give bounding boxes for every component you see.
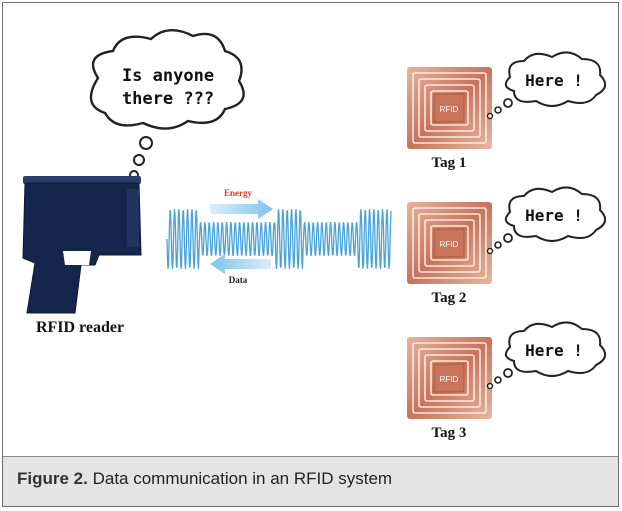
tag-reply-text: Here ! [525, 71, 583, 90]
tags-layer: RFID Tag 1 Here ! RFID Tag 2 Here ! RFID Tag 3 H… [407, 51, 607, 441]
tag-chip-label: RFID [440, 375, 459, 384]
tag-chip-label: RFID [440, 105, 459, 114]
caption-bar: Figure 2. Data communication in an RFID … [3, 456, 618, 506]
signal-waves [166, 209, 392, 269]
caption-text: Data communication in an RFID system [87, 469, 393, 488]
tag-reply-cloud: Here ! [486, 321, 607, 390]
tag-reply-text: Here ! [525, 341, 583, 360]
tag-3: RFID Tag 3 Here ! [407, 321, 607, 441]
data-label: Data [229, 275, 248, 285]
reader-thought-cloud: Is anyone there ??? [89, 29, 245, 180]
tag-reply-cloud: Here ! [486, 186, 607, 255]
energy-arrow [210, 199, 273, 219]
tag-1: RFID Tag 1 Here ! [407, 51, 607, 171]
tag-2: RFID Tag 2 Here ! [407, 186, 607, 306]
tag-label: Tag 3 [432, 425, 467, 441]
figure-number: Figure 2. [17, 469, 88, 488]
rfid-diagram: Is anyone there ??? RFID reader Energy D… [22, 29, 607, 441]
rfid-tag-icon: RFID [407, 202, 492, 284]
reader-thought-line-2: there ??? [122, 89, 214, 109]
figure-caption: Figure 2. Data communication in an RFID … [17, 469, 392, 489]
tag-reply-cloud: Here ! [486, 51, 607, 120]
tag-label: Tag 1 [432, 155, 467, 171]
tag-label: Tag 2 [432, 290, 467, 306]
rfid-reader-icon [22, 176, 142, 314]
tag-chip-label: RFID [440, 240, 459, 249]
rfid-tag-icon: RFID [407, 67, 492, 149]
reader-label: RFID reader [36, 319, 124, 336]
data-arrow [210, 254, 271, 274]
reader-thought-line-1: Is anyone [122, 66, 214, 86]
rfid-tag-icon: RFID [407, 337, 492, 419]
energy-label: Energy [224, 188, 252, 198]
tag-reply-text: Here ! [525, 206, 583, 225]
